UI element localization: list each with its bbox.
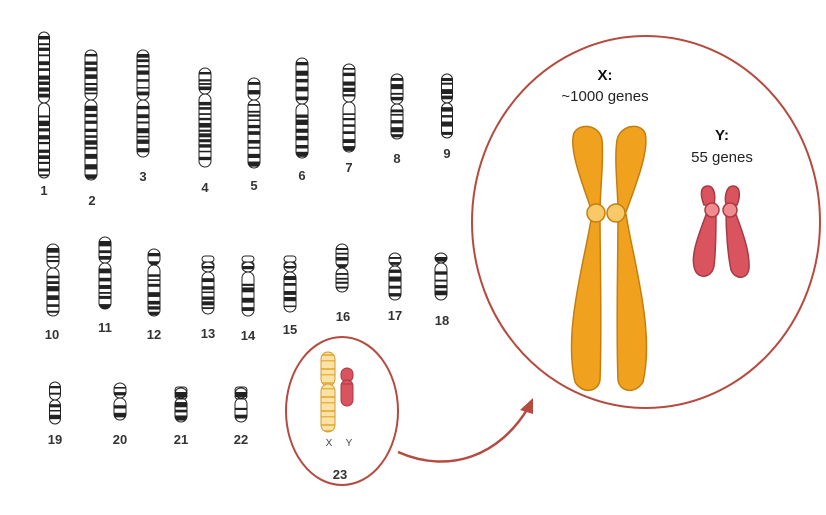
chromosome-4 <box>198 67 212 168</box>
chromosome-label-22: 22 <box>234 432 248 447</box>
chromosome-18 <box>434 252 448 301</box>
large-y-chromosome <box>692 185 750 278</box>
chromosome-21 <box>174 386 188 423</box>
chromosome-label-2: 2 <box>88 193 95 208</box>
chromosome-12 <box>147 248 161 317</box>
chromosome-label-9: 9 <box>443 146 450 161</box>
x-title: X: <box>598 67 613 84</box>
chromosome-label-8: 8 <box>393 151 400 166</box>
chromosome-9 <box>441 73 453 139</box>
chromosome-15 <box>283 255 297 313</box>
chromosome-label-6: 6 <box>298 168 305 183</box>
chromosome-label-14: 14 <box>241 328 256 343</box>
chromosome-11 <box>98 236 112 310</box>
large-x-chromosome <box>570 125 648 392</box>
small-y-chromosome <box>340 367 354 407</box>
chromosome-label-21: 21 <box>174 432 188 447</box>
zoom-arrow <box>397 398 533 463</box>
chromosome-10 <box>46 243 60 317</box>
chromosome-1 <box>38 31 50 179</box>
chromosome-label-10: 10 <box>45 327 59 342</box>
chromosome-7 <box>342 63 356 153</box>
chromosome-label-17: 17 <box>388 308 402 323</box>
chromosome-3 <box>136 49 150 158</box>
chromosome-label-16: 16 <box>336 309 350 324</box>
chromosome-label-18: 18 <box>435 313 449 328</box>
chromosome-22 <box>234 386 248 423</box>
chromosome-2 <box>84 49 98 181</box>
chromosome-label-11: 11 <box>98 320 112 335</box>
pair-23-y-letter: Y <box>346 438 353 449</box>
chromosome-14 <box>241 255 255 317</box>
small-x-chromosome <box>320 351 336 433</box>
y-title: Y: <box>715 127 729 144</box>
chromosome-label-1: 1 <box>40 183 47 198</box>
pair-23-x-letter: X <box>326 438 333 449</box>
chromosome-label-5: 5 <box>250 178 257 193</box>
chromosome-label-23: 23 <box>333 467 347 482</box>
chromosome-13 <box>201 255 215 315</box>
chromosome-label-19: 19 <box>48 432 62 447</box>
chromosome-6 <box>295 57 309 159</box>
chromosome-8 <box>390 73 404 140</box>
y-gene-count: 55 genes <box>691 149 753 166</box>
sex-chromosome-pair-23: X Y 23 <box>285 336 399 486</box>
chromosome-label-3: 3 <box>139 169 146 184</box>
chromosome-16 <box>335 243 349 293</box>
chromosome-label-12: 12 <box>147 327 161 342</box>
chromosome-label-13: 13 <box>201 326 215 341</box>
chromosome-label-7: 7 <box>345 160 352 175</box>
zoom-circle: X: ~1000 genes Y: 55 genes <box>471 35 821 409</box>
pair-23-circle <box>285 336 399 486</box>
chromosome-19 <box>49 381 61 425</box>
zoom-circle-outline <box>471 35 821 409</box>
chromosome-20 <box>113 382 127 421</box>
x-gene-count: ~1000 genes <box>561 88 648 105</box>
chromosome-label-20: 20 <box>113 432 127 447</box>
chromosome-label-15: 15 <box>283 322 297 337</box>
chromosome-5 <box>247 77 261 169</box>
chromosome-label-4: 4 <box>201 180 209 195</box>
chromosome-17 <box>388 252 402 301</box>
